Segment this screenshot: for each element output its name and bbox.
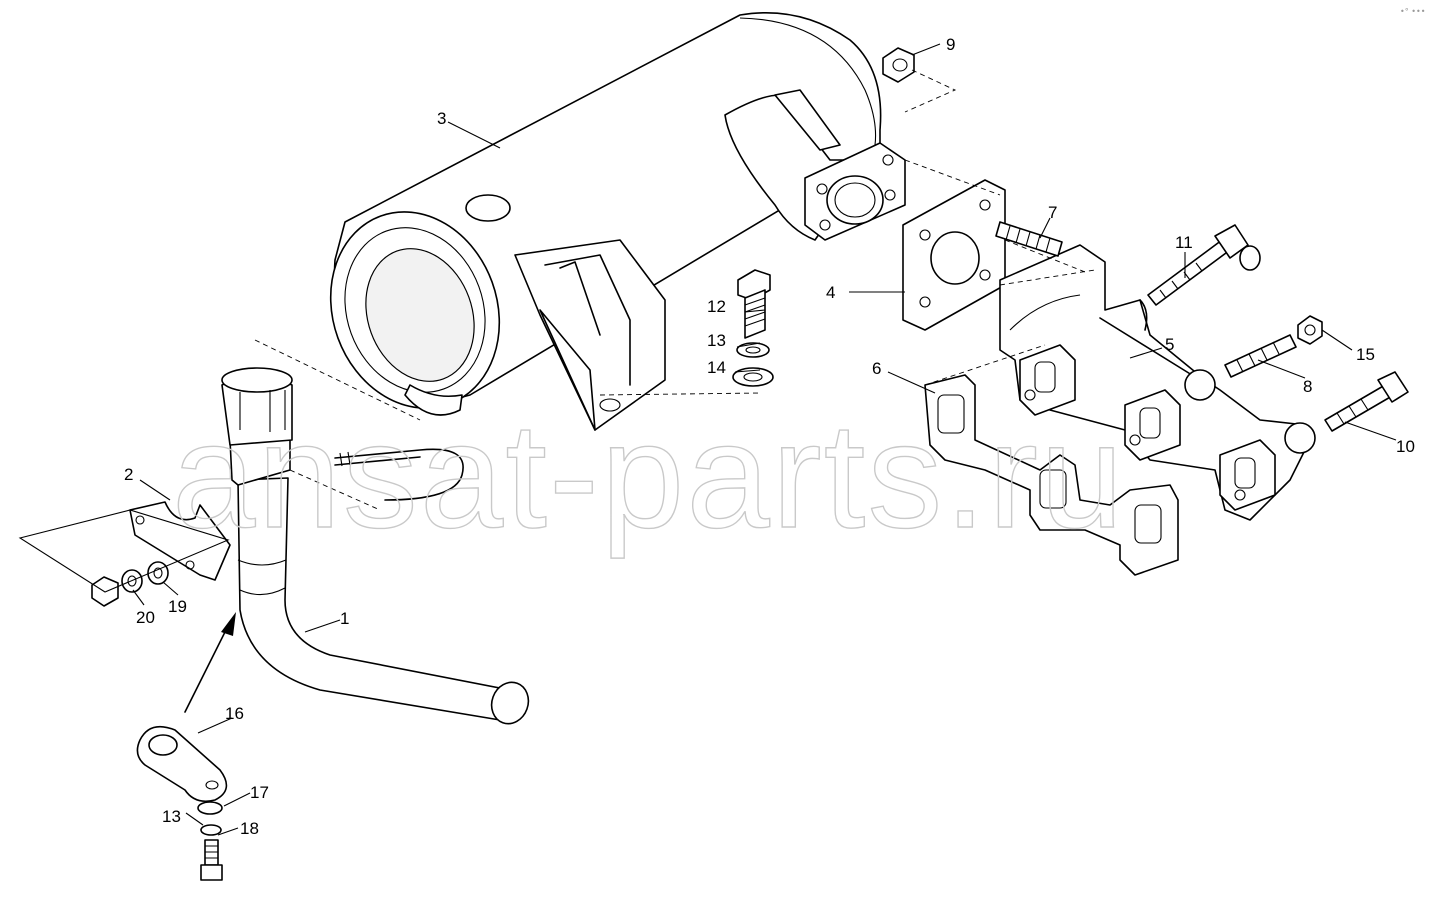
callout-9: 9 [946,35,955,54]
stud-part-8 [1224,334,1297,378]
washer-part-13-bottom [200,824,222,836]
assembly-lines [18,69,1096,593]
washer-part-14 [732,367,774,387]
manifold-gasket-part-6 [924,374,1179,576]
callout-16: 16 [225,704,244,723]
nut-part-9 [882,47,915,83]
callout-5: 5 [1165,335,1174,354]
callout-20: 20 [136,608,155,627]
callout-17: 17 [250,783,269,802]
u-bolt [334,448,464,501]
manifold-part-5 [999,244,1316,521]
callout-15: 15 [1356,345,1375,364]
callout-2: 2 [124,465,133,484]
bolt-part-12 [737,269,771,339]
screw-part-18 [200,839,223,881]
callout-8: 8 [1303,377,1312,396]
callout-13-bottom: 13 [162,807,181,826]
stud-part-7 [995,221,1063,257]
bracket-part-2 [129,501,231,581]
callout-13-top: 13 [707,331,726,350]
callout-3: 3 [437,109,446,128]
callout-19: 19 [168,597,187,616]
exhaust-pipe-part-1 [221,367,530,725]
bolt-part-11 [1147,224,1261,306]
callout-14: 14 [707,358,726,377]
watermark-text: ansat-parts.ru [172,391,1125,559]
gasket-part-4 [902,179,1006,331]
callout-7: 7 [1048,203,1057,222]
callout-11: 11 [1175,233,1193,252]
assembly-arrow [184,625,229,713]
bolt-part-10 [1324,371,1409,432]
muffler-part-3 [329,12,906,431]
washer-part-17 [197,801,223,815]
callout-12: 12 [707,297,726,316]
nut-part-15 [1297,315,1323,345]
clamp-part-16 [136,725,228,803]
corner-mark: •° ••• [1400,7,1425,16]
callout-18: 18 [240,819,259,838]
callout-labels: 3 4 5 6 7 8 9 10 11 15 12 13 14 1 2 16 1… [124,35,1415,838]
arrow-head [221,612,236,636]
callout-10: 10 [1396,437,1415,456]
washer-part-13-top [736,342,770,358]
callout-4: 4 [826,283,835,302]
leader-lines [132,43,1397,836]
callout-6: 6 [872,359,881,378]
callout-1: 1 [340,609,349,628]
